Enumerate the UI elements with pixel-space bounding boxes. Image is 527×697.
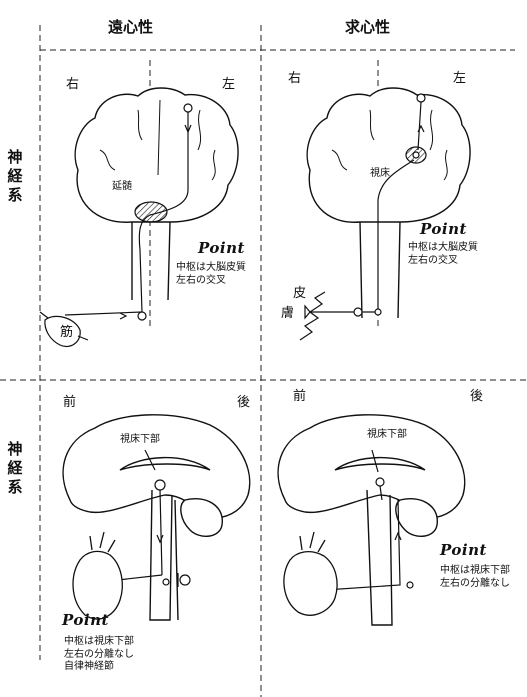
- top-right-brain: [306, 87, 471, 319]
- top-right-thalamus-label: 視床: [370, 168, 390, 179]
- bottom-right-point-label: Point: [440, 541, 487, 559]
- header-afferent: 求心性: [345, 18, 391, 36]
- bottom-left-point-label: Point: [62, 611, 109, 629]
- top-right-left-label: 左: [453, 71, 467, 86]
- bottom-left-note-line-1: 中枢は視床下部: [64, 636, 134, 647]
- top-left-point-label: Point: [198, 239, 245, 257]
- top-left-muscle-label: 筋: [60, 325, 74, 340]
- bottom-left-back-label: 後: [237, 395, 251, 410]
- top-left-medulla-crossing: [134, 201, 168, 223]
- bottom-right-note-line-2: 左右の分離なし: [440, 577, 510, 589]
- bottom-right-brain: [277, 414, 466, 626]
- bottom-right-hypothalamus-label: 視床下部: [367, 429, 407, 440]
- muscle-shape: [39, 311, 89, 348]
- top-right-note-line-1: 中枢は大脳皮質: [408, 242, 478, 253]
- bottom-left-note-line-3: 自律神経節: [64, 661, 114, 672]
- side-label-bottom: 神経系: [7, 440, 23, 496]
- bottom-right-front-label: 前: [293, 389, 307, 404]
- top-left-note-line-2: 左右の交叉: [176, 274, 226, 286]
- bottom-left-heart: [72, 531, 123, 620]
- top-left-right-label: 右: [66, 77, 80, 92]
- top-right-skin2-label: 膚: [281, 306, 295, 321]
- top-left-left-label: 左: [222, 77, 236, 92]
- bottom-right-note-line-1: 中枢は視床下部: [440, 565, 510, 576]
- top-left-brain: [74, 87, 239, 301]
- bottom-left-brain: [62, 414, 251, 621]
- bottom-left-hypothalamus-label: 視床下部: [120, 434, 160, 445]
- top-right-afferent-path: [304, 93, 426, 320]
- top-right-note: 中枢は大脳皮質 左右の交叉: [408, 242, 508, 267]
- top-right-note-line-2: 左右の交叉: [408, 254, 458, 266]
- bottom-left-note: 中枢は視床下部 左右の分離なし 自律神経節: [64, 636, 164, 674]
- top-left-note-line-1: 中枢は大脳皮質: [176, 262, 246, 273]
- bottom-right-note: 中枢は視床下部 左右の分離なし: [440, 565, 527, 590]
- bottom-left-note-line-2: 左右の分離なし: [64, 648, 134, 660]
- top-left-medulla-label: 延髄: [112, 181, 132, 192]
- bottom-right-heart: [283, 531, 338, 616]
- skin-zigzag: [299, 291, 326, 341]
- top-left-efferent-path: [64, 103, 193, 321]
- header-efferent: 遠心性: [108, 18, 154, 36]
- top-right-point-label: Point: [420, 220, 467, 238]
- side-label-top: 神経系: [7, 148, 23, 204]
- top-right-right-label: 右: [288, 71, 302, 86]
- bottom-right-back-label: 後: [470, 389, 484, 404]
- top-left-note: 中枢は大脳皮質 左右の交叉: [176, 262, 276, 287]
- bottom-left-front-label: 前: [63, 395, 77, 410]
- bottom-right-hypothalamus-path: [324, 449, 414, 591]
- top-right-skin-label: 皮: [293, 286, 307, 301]
